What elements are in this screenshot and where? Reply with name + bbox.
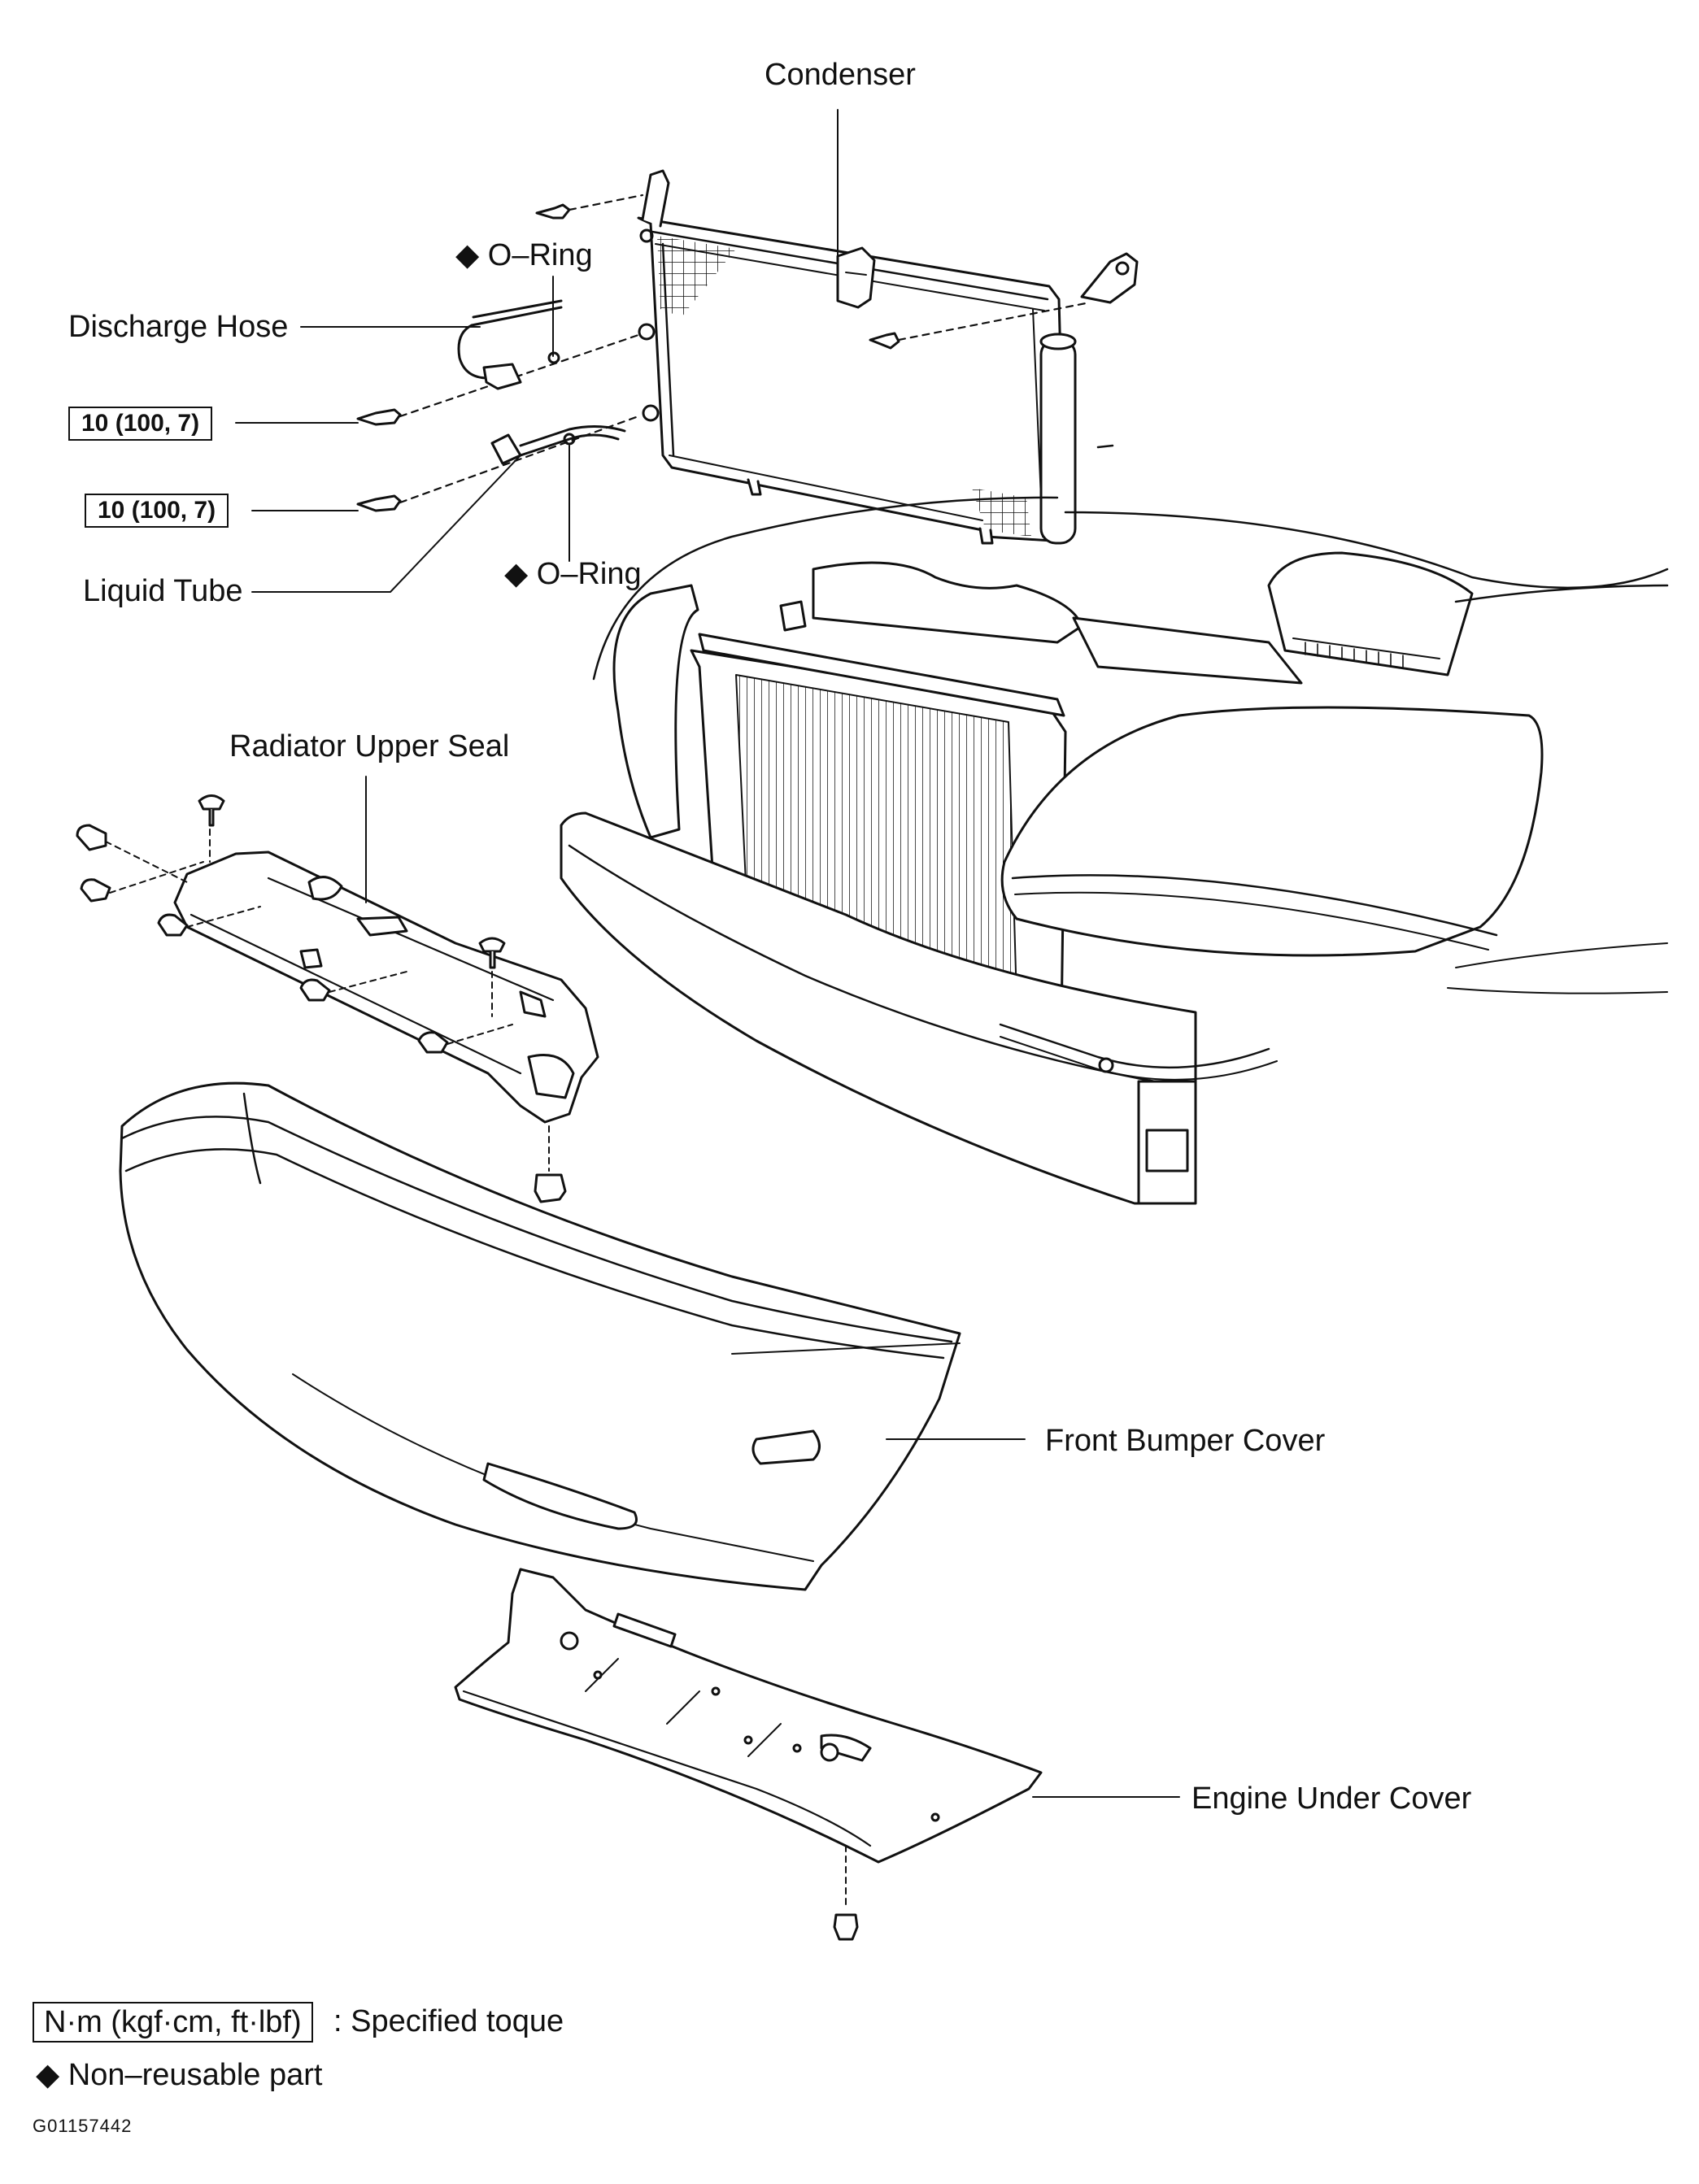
o-ring-lower-text: O–Ring [536,557,642,591]
label-liquid-tube: Liquid Tube [83,574,243,608]
label-front-bumper-cover: Front Bumper Cover [1045,1424,1326,1458]
non-reusable-diamond-icon: ◆ [455,238,480,272]
label-condenser: Condenser [765,58,916,92]
under-cover-bolt [833,1845,859,1941]
legend-torque-unit-box: N·m (kgf·cm, ft·lbf) [33,2002,313,2043]
vehicle-front-drawing [560,496,1669,1205]
label-o-ring-lower: ◆ O–Ring [504,556,642,592]
label-engine-under-cover: Engine Under Cover [1191,1782,1472,1816]
label-radiator-upper-seal: Radiator Upper Seal [229,729,510,764]
radiator-upper-seal-drawing [173,851,599,1124]
engine-under-cover-drawing [454,1568,1043,1864]
label-o-ring-upper: ◆ O–Ring [455,237,593,273]
legend-non-reusable: ◆ Non–reusable part [36,2057,322,2093]
label-discharge-hose: Discharge Hose [68,310,289,344]
upper-leader-lines [235,109,839,593]
hose-and-tube [457,299,626,465]
legend-torque-desc: : Specified toque [333,2004,564,2038]
torque-box-upper: 10 (100, 7) [68,407,213,441]
non-reusable-diamond-icon: ◆ [504,557,529,591]
front-bumper-cover-drawing [119,1081,961,1591]
non-reusable-diamond-icon: ◆ [36,2058,60,2092]
torque-box-lower: 10 (100, 7) [85,494,229,528]
figure-id: G01157442 [33,2116,133,2136]
o-ring-upper-text: O–Ring [487,238,593,272]
condenser-drawing [637,169,1139,545]
condenser-bolts [356,194,1091,512]
seal-clips [76,794,567,1203]
legend-non-reusable-text: Non–reusable part [68,2058,323,2092]
